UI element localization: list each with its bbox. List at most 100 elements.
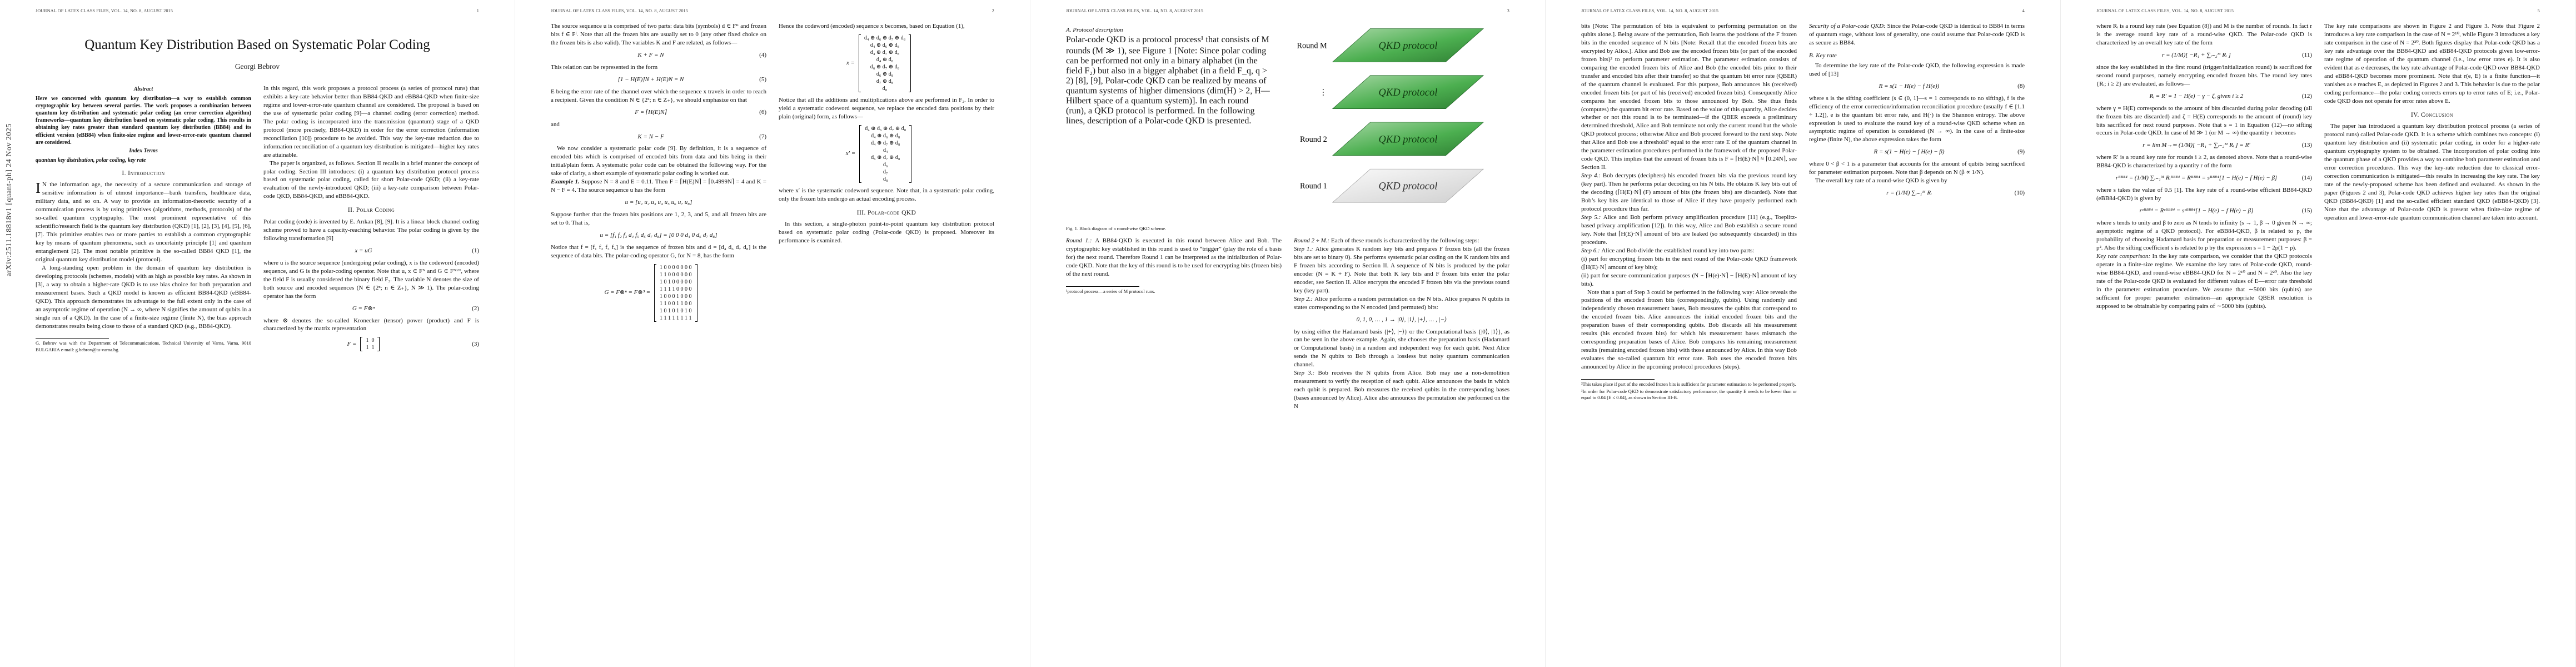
matrix-row: 1 0 0 0 1 0 0 0 [660,293,692,300]
paragraph: Step 6.: Alice and Bob divide the establ… [1581,247,1797,255]
author-name: Georgi Bebrov [235,62,280,71]
equation: K = N − F(7) [551,133,766,141]
equation: [1 − H(E)]N + H(E)N = N(5) [551,76,766,84]
journal-name: JOURNAL OF LATEX CLASS FILES, VOL. 14, N… [1581,8,1719,13]
paragraph-text: Polar-code QKD is a protocol process¹ th… [1066,35,1270,126]
paragraph: Security of a Polar-code QKD: Since the … [1809,22,2025,47]
equation-body: r = lim M→∞ (1/M)[ −R₁ + ∑ᵢ₌₂ᴹ Rᵢ ] = R′ [2142,142,2250,149]
equation: R = s(1 − H(e) − f H(e) − β)(9) [1809,148,2025,156]
paragraph: Suppose further that the frozen bits pos… [551,211,766,227]
footnote: ²This takes place if part of the encoded… [1581,381,1796,387]
section-heading: II. Polar Coding [347,207,395,214]
paragraph-text: where x′ is the systematic codeword sequ… [779,187,994,202]
paragraph-text: The paper is organized, as follows. Sect… [263,160,479,200]
column-2: Security of a Polar-code QKD: Since the … [1809,22,2025,201]
equation-number: (8) [2017,82,2025,89]
paragraph: and [551,121,766,129]
column-1: Round 1.: A BB84-QKD is executed in this… [1066,237,1282,296]
paragraph-lead: Step 1.: [1294,245,1316,252]
equation: r = lim M→∞ (1/M)[ −R₁ + ∑ᵢ₌₂ᴹ Rᵢ ] = R′… [2096,141,2312,150]
journal-name: JOURNAL OF LATEX CLASS FILES, VOL. 14, N… [36,8,173,13]
paragraph-text: where s is the sifting coefficient (s ∈ … [1809,94,2025,143]
round-label: Round 2 [1300,135,1327,144]
equation: F = ⌈H(E)N⌉(6) [551,108,766,117]
figure-caption: Fig. 1. Block diagram of a round-wise QK… [1066,226,1167,231]
footnote: G. Bebrov was with the Department of Tel… [36,340,251,352]
journal-name: JOURNAL OF LATEX CLASS FILES, VOL. 14, N… [1066,8,1204,13]
paragraph-text: where γ = H(E) corresponds to the amount… [2096,104,2312,137]
matrix-row: d₆ ⊕ d₈ [876,71,894,77]
page-number: 2 [991,8,994,13]
paragraph-text: The key rate comparisons are shown in Fi… [2324,23,2540,104]
paragraph-lead: Step 2.: [1294,295,1315,302]
matrix-row: d₇ [883,168,888,175]
paragraph-lead: Security of a Polar-code QKD: [1809,23,1887,29]
paragraph-text: In this section, a single-photon point-t… [779,221,994,245]
paragraph: quantum key distribution, polar coding, … [36,157,251,164]
paragraph-text: Suppose further that the frozen bits pos… [551,211,766,227]
equation-number: (13) [2301,142,2312,149]
page-number: 3 [1507,8,1509,13]
matrix-row: 1 1 1 1 1 1 1 1 [660,315,692,321]
display-math: u = [u₁ u₂ u₃ u₄ u₅ u₆ u₇ u₈] [625,199,692,206]
equation: G = F⊗ⁿ(2) [263,305,479,313]
matrix-row: d₄ [883,147,888,153]
equation-body: R = s(1 − H(e) − f H(e)) [1879,82,1940,89]
paragraph: Here we concerned with quantum key distr… [36,95,251,146]
drop-cap: I [36,180,41,197]
paragraph: In this section, a single-photon point-t… [779,220,994,245]
paragraph-text: N the information age, the necessity of … [36,181,251,263]
paragraph: Notice that f = [f₁ f₂ f₃ f₅] is the seq… [551,243,766,260]
matrix-row: d₄ ⊕ d₆ ⊕ d₈ [870,42,900,48]
paragraph: where s is the sifting coefficient (s ∈ … [1809,94,2025,145]
paragraph-text: where s takes the value of 0.5 [1]. The … [2096,187,2312,202]
columns: Round 1.: A BB84-QKD is executed in this… [1066,237,1509,411]
page-4: JOURNAL OF LATEX CLASS FILES, VOL. 14, N… [1546,0,2061,667]
paragraph-lead: Step 5.: [1581,213,1603,221]
equation-body: rᴮᴮ⁸⁴ = (1/M) ∑ᵢ₌₁ᴹ Rᵢᴮᴮ⁸⁴ = Rᴮᴮ⁸⁴ = sᴮᴮ… [2115,175,2278,182]
paragraph-lead: Round 1.: [1066,237,1095,244]
matrix-lhs: x′ = [845,150,856,157]
section-heading: III. Polar-code QKD [856,209,916,216]
paragraph-text: Notice that f = [f₁ f₂ f₃ f₅] is the seq… [551,244,766,259]
paragraph: where 0 < β < 1 is a parameter that acco… [1809,160,2025,177]
paragraph: (i) part for encrypting frozen bits in t… [1581,255,1797,272]
column-1: bits [Note: The permutation of bits is e… [1581,22,1797,402]
matrix-right-bracket [377,337,380,352]
matrix-right-bracket [909,125,912,183]
paragraph: Notice that all the additions and multip… [779,96,994,121]
footnote-block: G. Bebrov was with the Department of Tel… [36,338,251,352]
paragraph: The source sequence u is comprised of tw… [551,22,766,47]
paragraph: Round 1.: A BB84-QKD is executed in this… [1066,237,1282,278]
paragraph: The key rate comparisons are shown in Fi… [2324,22,2540,106]
matrix-row: 1 0 0 0 0 0 0 0 [660,264,692,271]
matrix-row: d₆ ⊕ d₇ ⊕ d₈ [870,63,900,70]
column-1: The source sequence u is comprised of tw… [551,22,766,326]
footnote: ¹protocol process—a series of M protocol… [1066,288,1155,294]
matrix-row: 1 0 1 0 1 0 1 0 [660,307,692,314]
matrix-row: d₆ [883,161,888,168]
matrix-row: d₄ ⊕ d₇ ⊕ d₈ [870,49,900,56]
matrix-row: d₄ ⊕ d₈ [876,56,894,63]
arxiv-label: arXiv:2511.18818v1 [quant-ph] 24 Nov 202… [5,123,13,277]
paragraph: Polar-code QKD is a protocol process¹ th… [1066,35,1270,126]
paragraph: The paper is organized, as follows. Sect… [263,160,479,201]
paragraph-text: where s tends to unity and β to zero as … [2096,220,2312,251]
equation: Rᵢ = R′ = 1 − H(e) − γ − ζ, given i ≥ 2(… [2096,92,2312,101]
paragraph-text: where Rᵢ is a round key rate (see Equati… [2096,23,2312,46]
paragraph-text: The overall key rate of a round-wise QKD… [1815,177,1947,185]
matrix-row: 1 0 1 0 0 0 0 0 [660,278,692,285]
paragraph-text: where u is the source sequence (undergoi… [263,259,479,300]
matrix-row: d₄ ⊕ d₆ ⊕ d₈ [871,132,900,139]
equation-number: (7) [759,133,766,140]
paragraph-text: Here we concerned with quantum key distr… [36,95,251,146]
